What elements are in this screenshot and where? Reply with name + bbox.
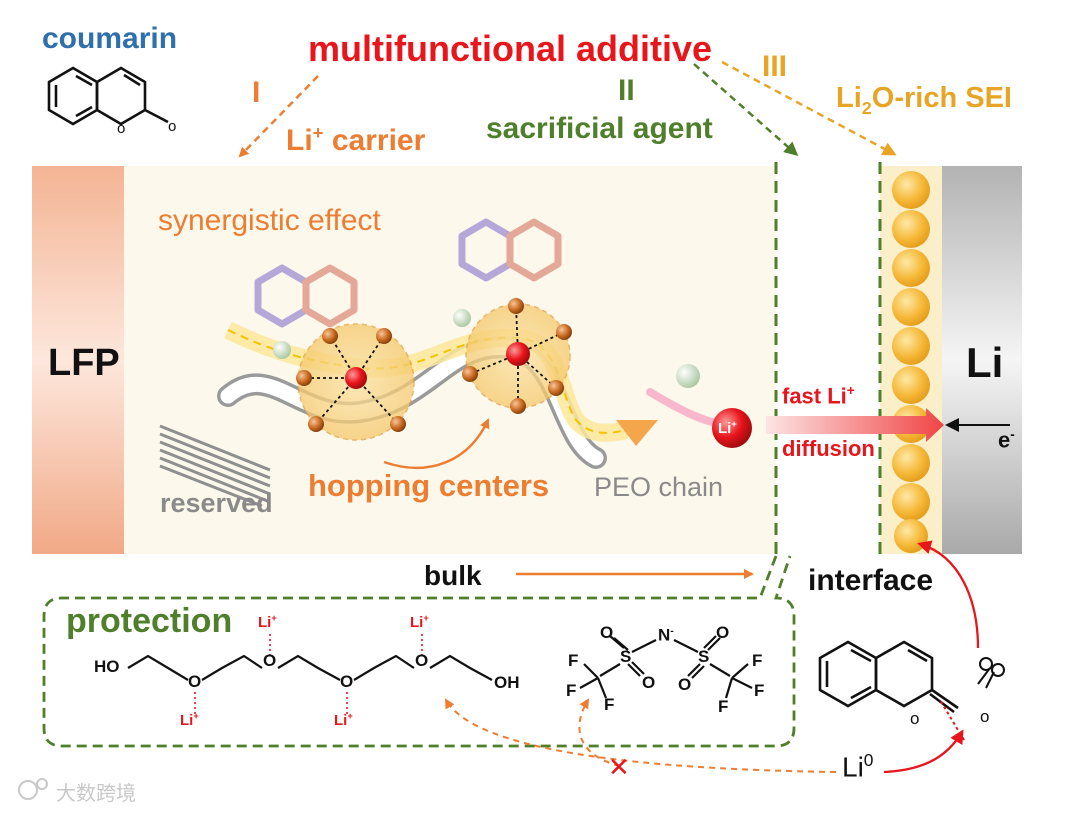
sacrificial-agent-label: sacrificial agent: [486, 112, 713, 145]
tfsi-f-4: F: [752, 651, 763, 670]
interface-label: interface: [808, 564, 934, 597]
bulk-label: bulk: [424, 560, 482, 591]
synergistic-effect-label: synergistic effect: [158, 204, 381, 237]
tfsi-f-6: F: [718, 697, 729, 716]
tfsi-f-3: F: [604, 695, 615, 714]
protection-label: protection: [66, 602, 233, 640]
tfsi-s-left: S: [620, 647, 632, 666]
protection-callout: [42, 555, 796, 748]
coumarin-bottom-ring-o: o: [910, 709, 919, 728]
peo-skeletal: [127, 654, 493, 681]
reserved-label: reserved: [160, 488, 273, 518]
hopping-center-1: [296, 323, 415, 441]
li-carrier-label: Li+ carrier: [286, 122, 426, 157]
tfsi-o-3: O: [716, 623, 730, 642]
interface-region: [776, 166, 880, 554]
tfsi-o-1: O: [600, 623, 614, 642]
peo-ether-o-1: O: [188, 672, 202, 691]
diagram-title: multifunctional additive: [308, 28, 713, 69]
tfsi-skeletal: [579, 635, 753, 699]
coumarin-model-2: [458, 218, 562, 282]
tfsi-f-5: F: [754, 681, 765, 700]
coumarin-structure-top: [47, 66, 169, 126]
arrow-II: [693, 63, 799, 156]
peo-li-tag-4: Li+: [410, 613, 429, 631]
scissors-icon: [977, 657, 1005, 689]
blocked-x-mark: ✕: [608, 752, 630, 782]
watermark-text: 大数跨境: [56, 783, 136, 805]
anode-label: Li: [966, 339, 1004, 386]
coumarin-structure-bottom: [818, 640, 959, 714]
li-coordination-lines: [194, 634, 423, 714]
li-anode: [942, 166, 1022, 554]
anion-2: [453, 309, 471, 327]
fast-diffusion-arrow: [766, 408, 944, 442]
chain-end-triangle: [616, 420, 658, 446]
arrow-I: [238, 75, 319, 158]
peo-li-tag-2: Li+: [258, 613, 277, 631]
li-ion: [712, 408, 752, 448]
hopping-center-2: [462, 298, 572, 414]
hopping-arrow: [383, 418, 490, 470]
peo-ether-o-2: O: [263, 651, 277, 670]
electron-label: e-: [998, 427, 1015, 453]
anion-3: [676, 364, 700, 388]
tfsi-n: N-: [658, 625, 674, 645]
function-I-numeral: I: [252, 76, 261, 109]
arrow-III: [721, 60, 897, 156]
peo-ether-o-4: O: [415, 651, 429, 670]
fast-li-label: fast Li+: [782, 383, 855, 409]
peo-end-ho: HO: [94, 657, 120, 676]
coumarin-bottom-carbonyl-o: o: [980, 707, 989, 726]
peo-li-tag-1: Li+: [180, 711, 199, 729]
coumarin-label: coumarin: [42, 22, 178, 55]
peo-chain-label: PEO chain: [594, 472, 724, 502]
peo-li-tag-3: Li+: [334, 711, 353, 729]
coumarin-ring-o: o: [117, 120, 125, 137]
hopping-centers-label: hopping centers: [308, 468, 550, 503]
li-metal-label: Li0: [842, 750, 874, 783]
diffusion-label: diffusion: [782, 436, 875, 461]
function-III-numeral: III: [762, 50, 788, 83]
tfsi-f-2: F: [566, 681, 577, 700]
anion-1: [273, 341, 291, 359]
reserved-chains: [159, 424, 271, 508]
watermark-logo-icon: [18, 778, 48, 800]
li0-to-coumarin-arrow: [883, 729, 964, 774]
blocked-tfsi-arrow: [578, 698, 621, 767]
sei-label: Li2O-rich SEI: [836, 82, 1012, 118]
cathode-label: LFP: [48, 342, 120, 384]
function-II-numeral: II: [618, 74, 635, 107]
tfsi-o-4: O: [678, 675, 692, 694]
coumarin-model-1: [254, 264, 358, 328]
peo-ether-o-3: O: [340, 672, 354, 691]
li-ion-label: Li+: [718, 419, 737, 437]
tfsi-s-right: S: [698, 647, 710, 666]
coumarin-to-sei-arrow: [917, 540, 980, 649]
lfp-cathode: [32, 166, 124, 554]
tfsi-f-1: F: [568, 651, 579, 670]
peo-end-oh: OH: [494, 673, 520, 692]
coumarin-carbonyl-o: o: [168, 118, 176, 135]
blocked-peo-arrow: [445, 698, 837, 773]
tfsi-o-2: O: [642, 673, 656, 692]
